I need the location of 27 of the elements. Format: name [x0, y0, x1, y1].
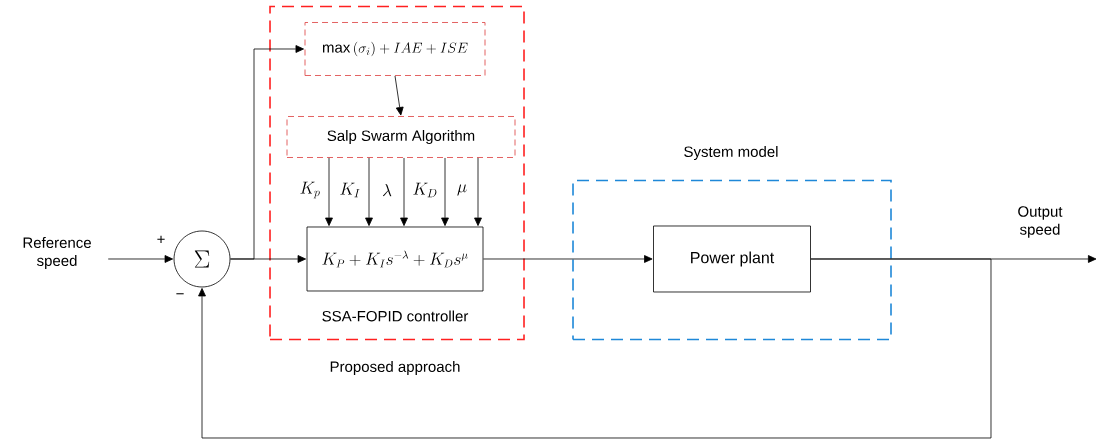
arrow — [483, 255, 653, 263]
signal-label: Reference speed — [23, 237, 91, 269]
edge-label: $K_I$ — [340, 182, 360, 198]
arrow — [400, 157, 408, 226]
edge-label: $\lambda$ — [383, 184, 392, 197]
arrow — [394, 75, 404, 116]
edge-label: $K_p$ — [300, 181, 320, 199]
arrow — [230, 45, 304, 260]
arrow — [325, 157, 333, 226]
summing-junction: $\Sigma$ — [173, 230, 231, 288]
edge-label: $\mu$ — [457, 184, 467, 196]
group-label: System model — [684, 146, 778, 160]
sign-label: + — [157, 235, 165, 243]
block-box: $K_P+K_Is^{-\lambda}+K_Ds^{\mu}$ — [306, 226, 484, 292]
edge-label: $K_D$ — [413, 182, 437, 198]
arrow — [198, 258, 992, 439]
signal-label: Output speed — [1018, 206, 1063, 238]
sign-label: − — [176, 293, 184, 295]
arrow — [107, 255, 174, 263]
process-box: Salp Swarm Algorithm — [286, 116, 516, 158]
arrow — [365, 157, 373, 226]
arrow — [474, 157, 482, 226]
process-box: $\max\left(\sigma_i\right)+IAE+ISE$ — [304, 22, 486, 76]
block-caption: SSA-FOPID controller — [322, 310, 469, 322]
block-box: Power plant — [653, 225, 811, 293]
arrow — [441, 157, 449, 226]
group-label: Proposed approach — [330, 361, 460, 375]
